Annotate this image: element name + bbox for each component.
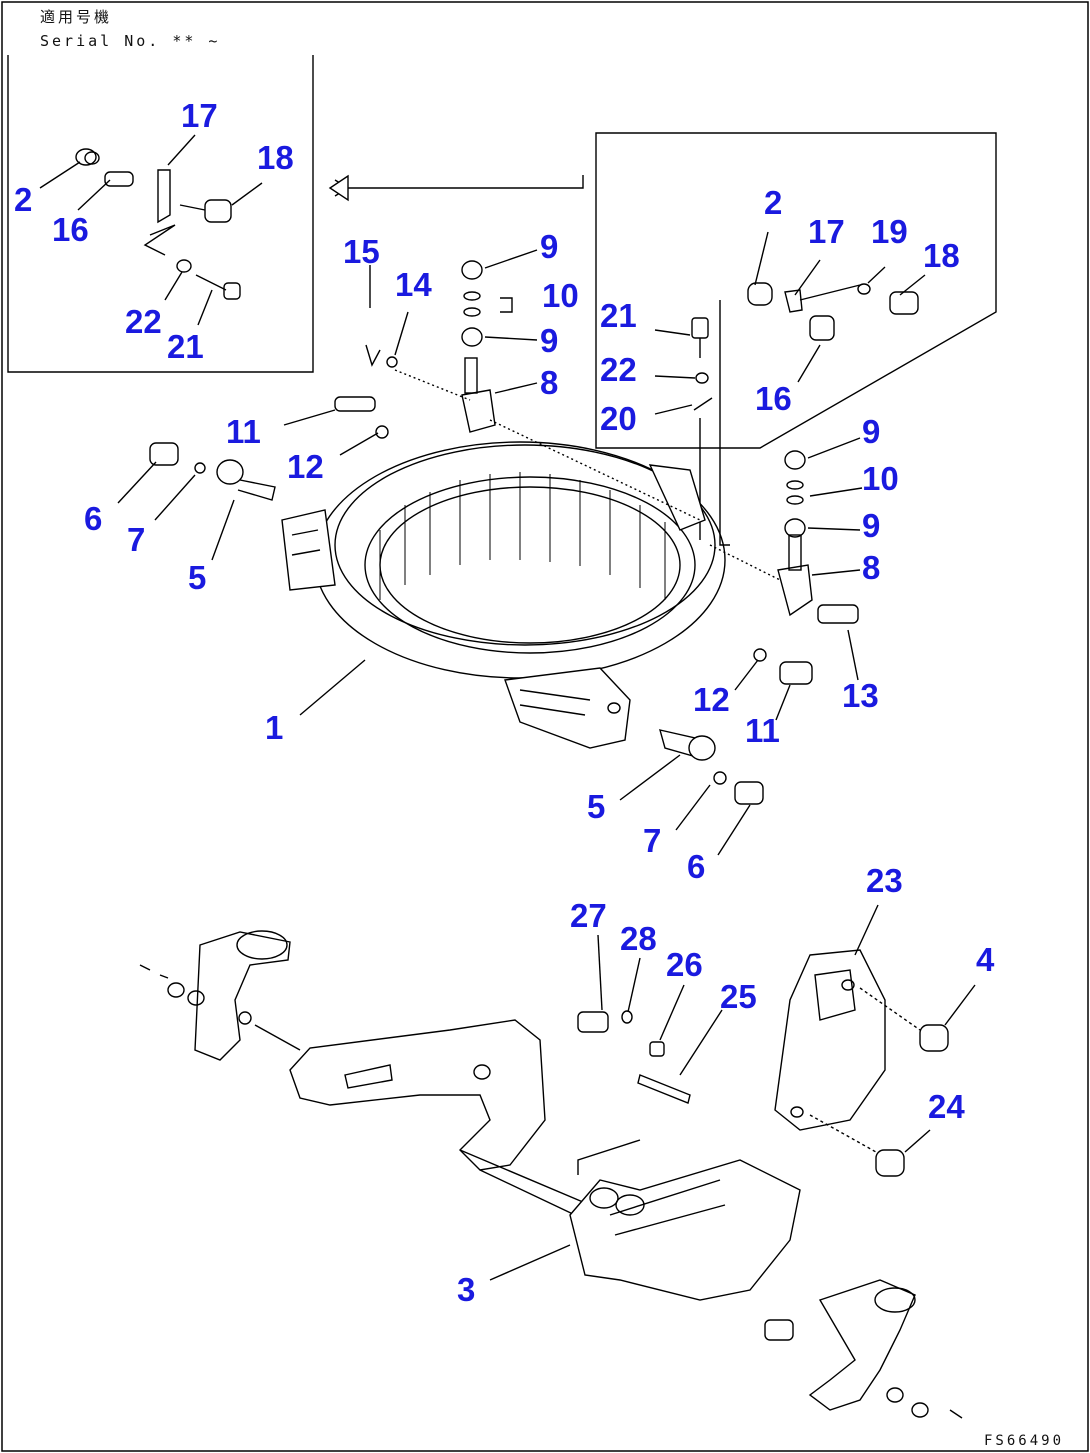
callout-b-2: 2 — [764, 184, 782, 221]
callout-yoke-4: 4 — [976, 941, 995, 978]
callout-ring-9d: 9 — [862, 507, 880, 544]
callout-ring-5a: 5 — [188, 559, 206, 596]
callout-yoke-27: 27 — [570, 897, 607, 934]
callout-b-19: 19 — [871, 213, 908, 250]
callout-ring-11b: 11 — [745, 712, 780, 749]
inset-box-left — [7, 55, 314, 373]
callout-yoke-28: 28 — [620, 920, 657, 957]
callout-b-16: 16 — [755, 380, 792, 417]
callout-a-18: 18 — [257, 139, 294, 176]
callout-ring-10b: 10 — [862, 460, 899, 497]
callout-yoke-24: 24 — [928, 1088, 965, 1125]
callout-b-17: 17 — [808, 213, 845, 250]
callout-ring-7a: 7 — [127, 521, 145, 558]
callout-b-22: 22 — [600, 351, 637, 388]
callout-ring-6b: 6 — [687, 848, 705, 885]
callout-ring-5b: 5 — [587, 788, 605, 825]
callout-yoke-23: 23 — [866, 862, 903, 899]
callout-yoke-3: 3 — [457, 1271, 475, 1308]
applicable-model-label: 適用号機 — [40, 8, 112, 26]
callout-a-22: 22 — [125, 303, 162, 340]
callout-ring-9a: 9 — [540, 228, 558, 265]
callout-ring-14: 14 — [395, 266, 432, 303]
callout-labels: 2 16 17 18 22 21 2 17 19 18 21 22 20 16 … — [14, 97, 995, 1308]
callout-ring-8a: 8 — [540, 364, 558, 401]
callout-ring-12a: 12 — [287, 448, 324, 485]
serial-number-label: Serial No. ** ~ — [40, 32, 220, 50]
yoke-assembly — [139, 904, 976, 1419]
callout-ring-7b: 7 — [643, 822, 661, 859]
callout-ring-9b: 9 — [540, 322, 558, 359]
callout-ring-10a: 10 — [542, 277, 579, 314]
callout-a-2: 2 — [14, 181, 32, 218]
arrow-head — [328, 174, 349, 202]
callout-ring-13: 13 — [842, 677, 879, 714]
callout-yoke-25: 25 — [720, 978, 757, 1015]
callout-ring-9c: 9 — [862, 413, 880, 450]
callout-a-16: 16 — [52, 211, 89, 248]
callout-ring-15: 15 — [343, 233, 380, 270]
direction-arrow — [334, 175, 584, 197]
inset-box-right — [595, 132, 997, 546]
callout-yoke-26: 26 — [666, 946, 703, 983]
callout-ring-12b: 12 — [693, 681, 730, 718]
callout-a-17: 17 — [181, 97, 218, 134]
callout-ring-8b: 8 — [862, 549, 880, 586]
callout-ring-1: 1 — [265, 709, 283, 746]
callout-b-18: 18 — [923, 237, 960, 274]
callout-b-21: 21 — [600, 297, 637, 334]
callout-ring-6a: 6 — [84, 500, 102, 537]
figure-code: FS66490 — [984, 1433, 1064, 1449]
callout-b-20: 20 — [600, 400, 637, 437]
ring-assembly — [117, 249, 863, 856]
callout-a-21: 21 — [167, 328, 204, 365]
callout-ring-11a: 11 — [226, 413, 261, 450]
